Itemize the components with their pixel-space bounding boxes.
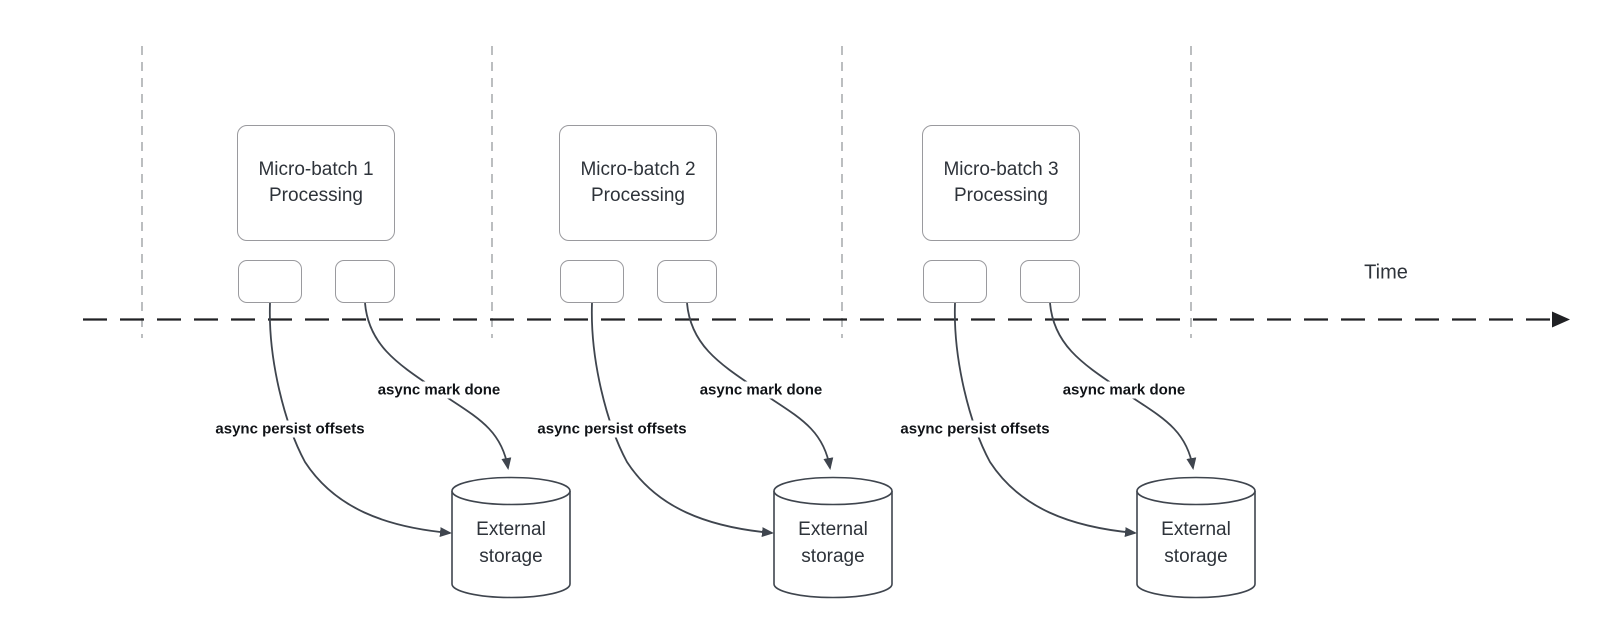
external-storage-label-3: External storage — [1161, 516, 1231, 570]
persist-offsets-label-1: async persist offsets — [212, 420, 368, 438]
external-storage-label-3-line2: storage — [1164, 546, 1228, 567]
external-storage-label-1-line2: storage — [479, 546, 543, 567]
persist-offsets-arrow-3 — [953, 302, 1137, 538]
external-storage-label-1-line1: External — [476, 519, 546, 540]
external-storage-label-3-line1: External — [1161, 519, 1231, 540]
async-task-box-done-1 — [335, 260, 395, 303]
external-storage-label-2: External storage — [798, 516, 868, 570]
persist-offsets-label-2: async persist offsets — [534, 420, 690, 438]
micro-batch-1-processing-box: Micro-batch 1 Processing — [237, 125, 395, 241]
micro-batch-3-processing-box: Micro-batch 3 Processing — [922, 125, 1080, 241]
external-storage-label-2-line2: storage — [801, 546, 865, 567]
persist-offsets-label-3: async persist offsets — [897, 420, 1053, 438]
async-task-box-persist-1 — [238, 260, 302, 303]
mark-done-label-2: async mark done — [696, 381, 826, 399]
batch-1-flows — [268, 302, 571, 599]
batch-2-flows — [590, 302, 893, 599]
time-axis-label: Time — [1364, 261, 1408, 284]
persist-offsets-arrow-2 — [590, 302, 774, 538]
batch-3-flows — [953, 302, 1256, 599]
external-storage-label-2-line1: External — [798, 519, 868, 540]
storage-cylinder-top-3 — [1136, 476, 1256, 506]
micro-batch-3-title-line1: Micro-batch 3 — [943, 159, 1059, 180]
storage-cylinder-body-1 — [451, 491, 571, 599]
micro-batch-2-title-line1: Micro-batch 2 — [580, 159, 696, 180]
micro-batch-1-title-line1: Micro-batch 1 — [258, 159, 374, 180]
async-task-box-persist-3 — [923, 260, 987, 303]
micro-batch-2-processing-box: Micro-batch 2 Processing — [559, 125, 717, 241]
time-axis-arrowhead-icon — [1552, 311, 1570, 328]
micro-batch-3-title-line2: Processing — [954, 185, 1048, 206]
storage-cylinder-body-3 — [1136, 491, 1256, 599]
storage-cylinder-top-2 — [773, 476, 893, 506]
async-task-box-done-2 — [657, 260, 717, 303]
async-task-box-done-3 — [1020, 260, 1080, 303]
async-task-box-persist-2 — [560, 260, 624, 303]
storage-cylinder-top-1 — [451, 476, 571, 506]
mark-done-label-1: async mark done — [374, 381, 504, 399]
persist-offsets-arrow-1 — [268, 302, 452, 538]
storage-cylinder-body-2 — [773, 491, 893, 599]
micro-batch-2-title-line2: Processing — [591, 185, 685, 206]
mark-done-label-3: async mark done — [1059, 381, 1189, 399]
external-storage-label-1: External storage — [476, 516, 546, 570]
micro-batch-1-title-line2: Processing — [269, 185, 363, 206]
